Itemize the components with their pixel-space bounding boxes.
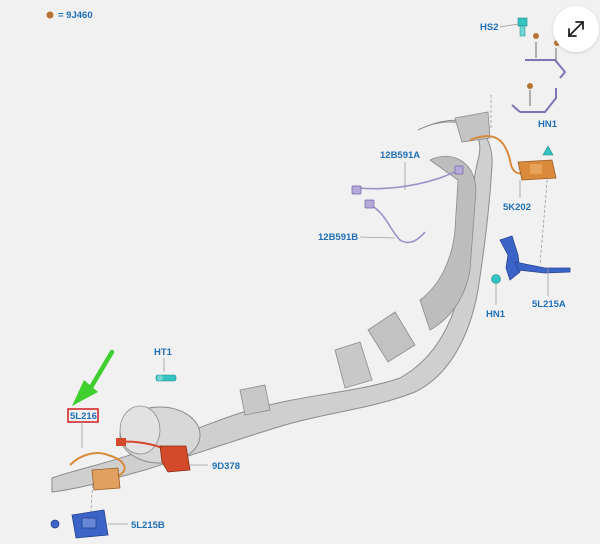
heat-shield-bracket-top: [511, 59, 567, 113]
label-hn1-bottom: HN1: [486, 309, 506, 320]
label-5l216: 5L216: [70, 411, 97, 422]
legend-marker: [46, 11, 54, 19]
hs2-bolt-icon: [517, 17, 528, 37]
sensor-9d378: [116, 438, 191, 473]
ht1-sensor-icon: [155, 374, 177, 382]
legend-text: = 9J460: [58, 10, 93, 21]
bracket-5l215b: [50, 509, 109, 539]
part-labels: HS2 HN1 12B591A 12B591B 5K202 HN1 5L215A…: [131, 22, 566, 531]
label-5l215a: 5L215A: [532, 299, 566, 310]
highlight-box: [67, 408, 99, 423]
label-12b591a: 12B591A: [380, 150, 420, 161]
oxygen-sensor-cables: [357, 169, 461, 244]
label-5l215b: 5L215B: [131, 520, 165, 531]
label-12b591b: 12B591B: [318, 232, 358, 243]
marker-9j460: [533, 33, 539, 39]
bracket-5l215a: [499, 235, 571, 281]
marker-9j460: [527, 83, 533, 89]
label-leaders: [359, 23, 549, 296]
label-hn1-top: HN1: [538, 119, 558, 130]
legend: = 9J460: [46, 10, 93, 21]
hn1-top-nut-icon: [542, 145, 554, 156]
label-hs2: HS2: [480, 22, 498, 33]
highlighted-part-5l216: 5L216: [67, 408, 99, 448]
green-pointer-arrow: [72, 349, 115, 406]
exhaust-pipe: [51, 111, 493, 493]
label-9d378: 9D378: [212, 461, 240, 472]
oxygen-sensor-connectors: [351, 165, 464, 209]
label-ht1: HT1: [154, 347, 173, 358]
part-5l216: [69, 452, 126, 491]
label-5k202: 5K202: [503, 202, 531, 213]
hn1-bottom-nut-icon: [491, 274, 501, 284]
expand-arrows-icon: [568, 21, 584, 37]
bracket-studs: [529, 42, 557, 106]
expand-button[interactable]: [553, 6, 599, 52]
sensor-5k202: [469, 135, 557, 181]
